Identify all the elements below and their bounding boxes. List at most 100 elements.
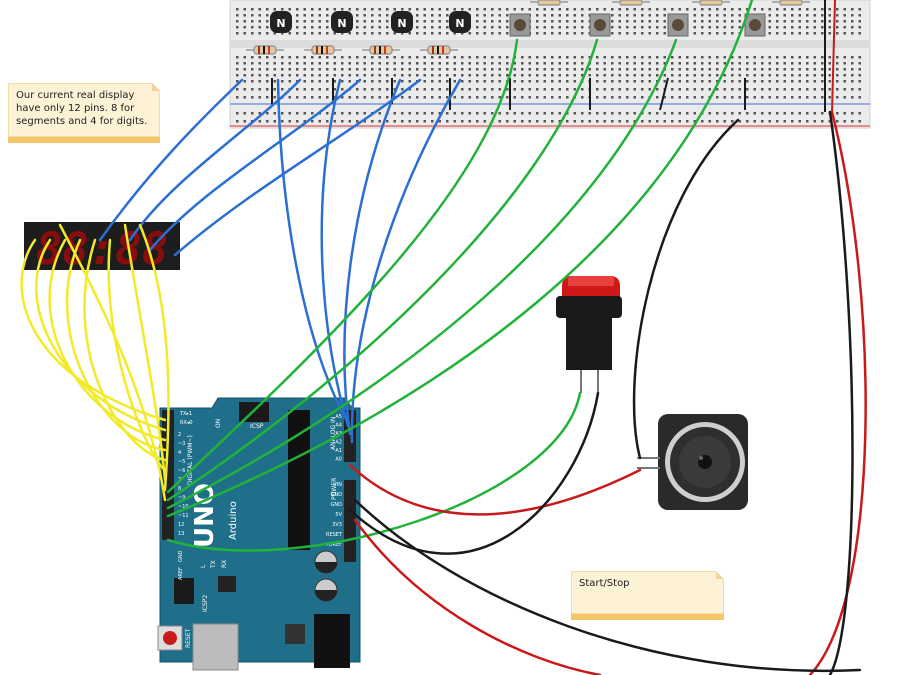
breadboard-hole [551,62,554,65]
breadboard-hole [438,68,441,71]
breadboard-hole [303,20,306,23]
breadboard-hole [363,26,366,29]
breadboard-hole [648,120,651,123]
breadboard-hole [483,26,486,29]
breadboard-hole [761,96,764,99]
breadboard-hole [356,88,359,91]
breadboard-hole [791,80,794,83]
txo-label: TX▸1 [179,411,192,417]
tactile-button[interactable] [589,13,611,37]
gnd-label: GND [178,550,184,562]
breadboard-hole [821,32,824,35]
breadboard-hole [401,88,404,91]
breadboard-hole [266,88,269,91]
breadboard-hole [371,62,374,65]
breadboard-hole [243,96,246,99]
breadboard-hole [326,68,329,71]
breadboard-hole [483,20,486,23]
breadboard-hole [543,32,546,35]
breadboard-hole [251,88,254,91]
breadboard-hole [723,80,726,83]
breadboard-hole [776,80,779,83]
breadboard-hole [813,14,816,17]
breadboard-hole [273,68,276,71]
breadboard-hole [581,8,584,11]
breadboard-hole [273,62,276,65]
transistor-label: N [397,17,406,30]
breadboard-hole [491,96,494,99]
usb-port [192,623,239,671]
breadboard-hole [708,88,711,91]
breadboard-hole [828,74,831,77]
breadboard-hole [723,56,726,59]
breadboard-hole [348,96,351,99]
breadboard-hole [506,68,509,71]
breadboard-hole [348,56,351,59]
breadboard-hole [701,120,704,123]
breadboard-hole [596,74,599,77]
breadboard-hole [836,120,839,123]
breadboard-hole [513,96,516,99]
breadboard-hole [701,68,704,71]
breadboard-hole [498,32,501,35]
breadboard-hole [558,32,561,35]
tactile-button[interactable] [744,13,766,37]
breadboard-hole [333,88,336,91]
breadboard-hole [716,80,719,83]
tactile-button[interactable] [667,13,689,37]
breadboard-hole [288,56,291,59]
breadboard-hole [468,112,471,115]
breadboard-hole [303,32,306,35]
breadboard-hole [296,112,299,115]
breadboard-hole [416,74,419,77]
breadboard-hole [498,56,501,59]
tactile-button[interactable] [509,13,531,37]
breadboard-hole [401,74,404,77]
breadboard-hole [476,68,479,71]
breadboard-hole [386,14,389,17]
breadboard-hole [693,68,696,71]
breadboard-hole [686,8,689,11]
breadboard-hole [656,14,659,17]
breadboard-hole [768,20,771,23]
pin-label: A5 [335,414,342,420]
reset-button[interactable] [157,625,183,651]
breadboard-hole [761,62,764,65]
breadboard-hole [753,112,756,115]
breadboard-hole [243,88,246,91]
arduino-logo-text: UNO [190,483,220,548]
breadboard-hole [641,14,644,17]
breadboard-hole [858,20,861,23]
breadboard-hole [243,26,246,29]
breadboard-hole [761,120,764,123]
breadboard-hole [851,26,854,29]
breadboard-hole [596,8,599,11]
breadboard-hole [438,26,441,29]
breadboard-hole [776,88,779,91]
pin-label: 3V3 [332,522,342,528]
breadboard-hole [566,8,569,11]
breadboard-hole [663,14,666,17]
breadboard-hole [843,120,846,123]
breadboard-hole [641,88,644,91]
start-stop-pushbutton[interactable] [556,276,622,393]
breadboard-hole [663,96,666,99]
breadboard-hole [611,32,614,35]
breadboard-hole [813,56,816,59]
breadboard-hole [731,56,734,59]
breadboard-hole [806,20,809,23]
breadboard-hole [266,8,269,11]
breadboard-hole [656,68,659,71]
breadboard-hole [431,56,434,59]
breadboard-hole [461,56,464,59]
breadboard-hole [566,26,569,29]
wires-yellow [20,223,170,502]
breadboard-hole [356,26,359,29]
breadboard-hole [776,62,779,65]
breadboard-hole [431,68,434,71]
breadboard-hole [438,8,441,11]
breadboard-hole [813,112,816,115]
breadboard-hole [416,68,419,71]
breadboard-hole [371,120,374,123]
analog-label: ANALOG IN [330,417,337,450]
